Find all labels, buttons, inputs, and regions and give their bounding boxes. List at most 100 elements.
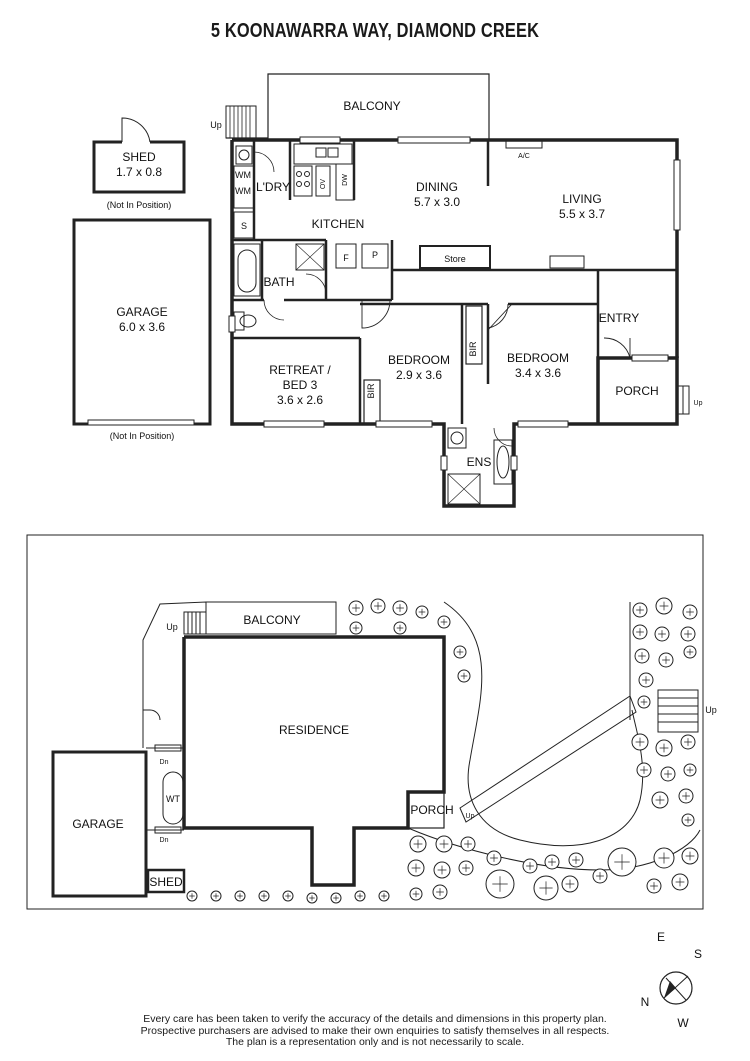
water-tank-label: WT (166, 794, 180, 804)
tree-detail (596, 872, 604, 880)
bir-label-2: BIR (366, 383, 376, 399)
tree-detail (213, 893, 219, 899)
shed-label: SHED (122, 150, 156, 164)
disclaimer: Every care has been taken to verify the … (0, 1013, 750, 1049)
kitchen-fittings (293, 143, 389, 269)
dn-label-2: Dn (160, 837, 169, 844)
tree-detail (640, 766, 648, 774)
residence-outline (182, 635, 446, 887)
bedroom1-label: BEDROOM (507, 351, 569, 365)
tree-detail (684, 630, 692, 638)
wm-label-1: WM (235, 170, 251, 180)
site-balcony-label: BALCONY (243, 613, 300, 627)
tree-detail (396, 624, 404, 632)
tree-detail (658, 630, 666, 638)
tree-detail (333, 895, 339, 901)
kitchen-label: KITCHEN (312, 217, 365, 231)
disclaimer-line-2: Prospective purchasers are advised to ma… (140, 1024, 610, 1037)
tree-detail (548, 858, 556, 866)
tree-detail (650, 882, 658, 890)
tree-detail (659, 743, 669, 753)
tree-detail (189, 893, 195, 899)
tree-detail (436, 888, 444, 896)
wm-label-2: WM (235, 186, 251, 196)
dn-label-1: Dn (160, 759, 169, 766)
site-plan (26, 534, 704, 910)
porch-label: PORCH (615, 384, 658, 398)
dining-label: DINING (416, 180, 458, 194)
tree-detail (638, 652, 646, 660)
balcony-label: BALCONY (343, 99, 400, 113)
site-garage-label: GARAGE (72, 817, 123, 831)
fireplace-outline (549, 255, 585, 269)
bir-outline-1 (465, 305, 483, 365)
tree-detail (462, 864, 470, 872)
floor-plan-labels: BALCONY Up SHED 1.7 x 0.8 (Not In Positi… (107, 99, 703, 469)
dining-dims: 5.7 x 3.0 (414, 195, 460, 209)
site-balcony (142, 601, 337, 748)
tree-detail (411, 863, 421, 873)
site-up-label-1: Up (166, 622, 178, 632)
site-porch-label: PORCH (410, 803, 453, 817)
shed-note: (Not In Position) (107, 200, 172, 210)
tree-detail (285, 893, 291, 899)
tree-detail (659, 601, 669, 611)
tree-detail (492, 876, 508, 892)
tree-detail (662, 656, 670, 664)
porch-steps (676, 385, 690, 415)
site-shed-outline (146, 868, 186, 894)
tree-detail (685, 851, 695, 861)
tree-detail (614, 854, 630, 870)
bedroom2-label: BEDROOM (388, 353, 450, 367)
bir-outline-2 (363, 379, 381, 425)
garden-stairs (459, 695, 637, 823)
tree-detail (655, 795, 665, 805)
retreat-label: RETREAT / (269, 363, 331, 377)
garage-label: GARAGE (116, 305, 167, 319)
tree-detail (642, 676, 650, 684)
garage-outline (72, 218, 212, 426)
bedroom1-dims: 3.4 x 3.6 (515, 366, 561, 380)
site-up-label-deck: Up (705, 705, 717, 715)
bedroom2-dims: 2.9 x 3.6 (396, 368, 442, 382)
tree-detail (237, 893, 243, 899)
tree-detail (686, 608, 694, 616)
windows (228, 136, 681, 471)
tree-detail (381, 893, 387, 899)
door-swings (361, 299, 631, 359)
tree-detail (684, 816, 692, 824)
tree-detail (664, 770, 672, 778)
tree-detail (526, 862, 534, 870)
retreat-dims: 3.6 x 2.6 (277, 393, 323, 407)
tree-detail (413, 839, 423, 849)
tree-detail (456, 648, 464, 656)
compass-north: N (641, 995, 650, 1009)
shed-dims: 1.7 x 0.8 (116, 165, 162, 179)
compass-south: S (694, 947, 702, 961)
residence-label: RESIDENCE (279, 723, 349, 737)
ensuite-label: ENS (467, 455, 492, 469)
side-path (146, 744, 184, 834)
site-plan-labels: BALCONY Up RESIDENCE GARAGE SHED WT Dn D… (72, 613, 716, 889)
tree-detail (636, 606, 644, 614)
sink-label: S (241, 221, 247, 231)
tree-detail (682, 792, 690, 800)
tree-detail (640, 698, 648, 706)
compass-east: E (657, 930, 665, 944)
balcony-outline (225, 73, 490, 140)
ac-unit (505, 139, 543, 149)
tree-detail (261, 893, 267, 899)
ensuite-fittings (447, 427, 513, 505)
tree-detail (635, 737, 645, 747)
tree-detail (658, 852, 670, 864)
compass: E S N W (641, 930, 702, 1030)
site-up-label-porch: Up (466, 813, 475, 820)
site-garage-outline (51, 750, 148, 898)
bath-fittings (233, 243, 327, 331)
up-label-porch: Up (694, 400, 703, 407)
garden-trees (186, 597, 699, 904)
shed-outline (92, 117, 186, 194)
laundry-label: L'DRY (256, 180, 290, 194)
tree-detail (352, 604, 360, 612)
tree-detail (437, 865, 447, 875)
